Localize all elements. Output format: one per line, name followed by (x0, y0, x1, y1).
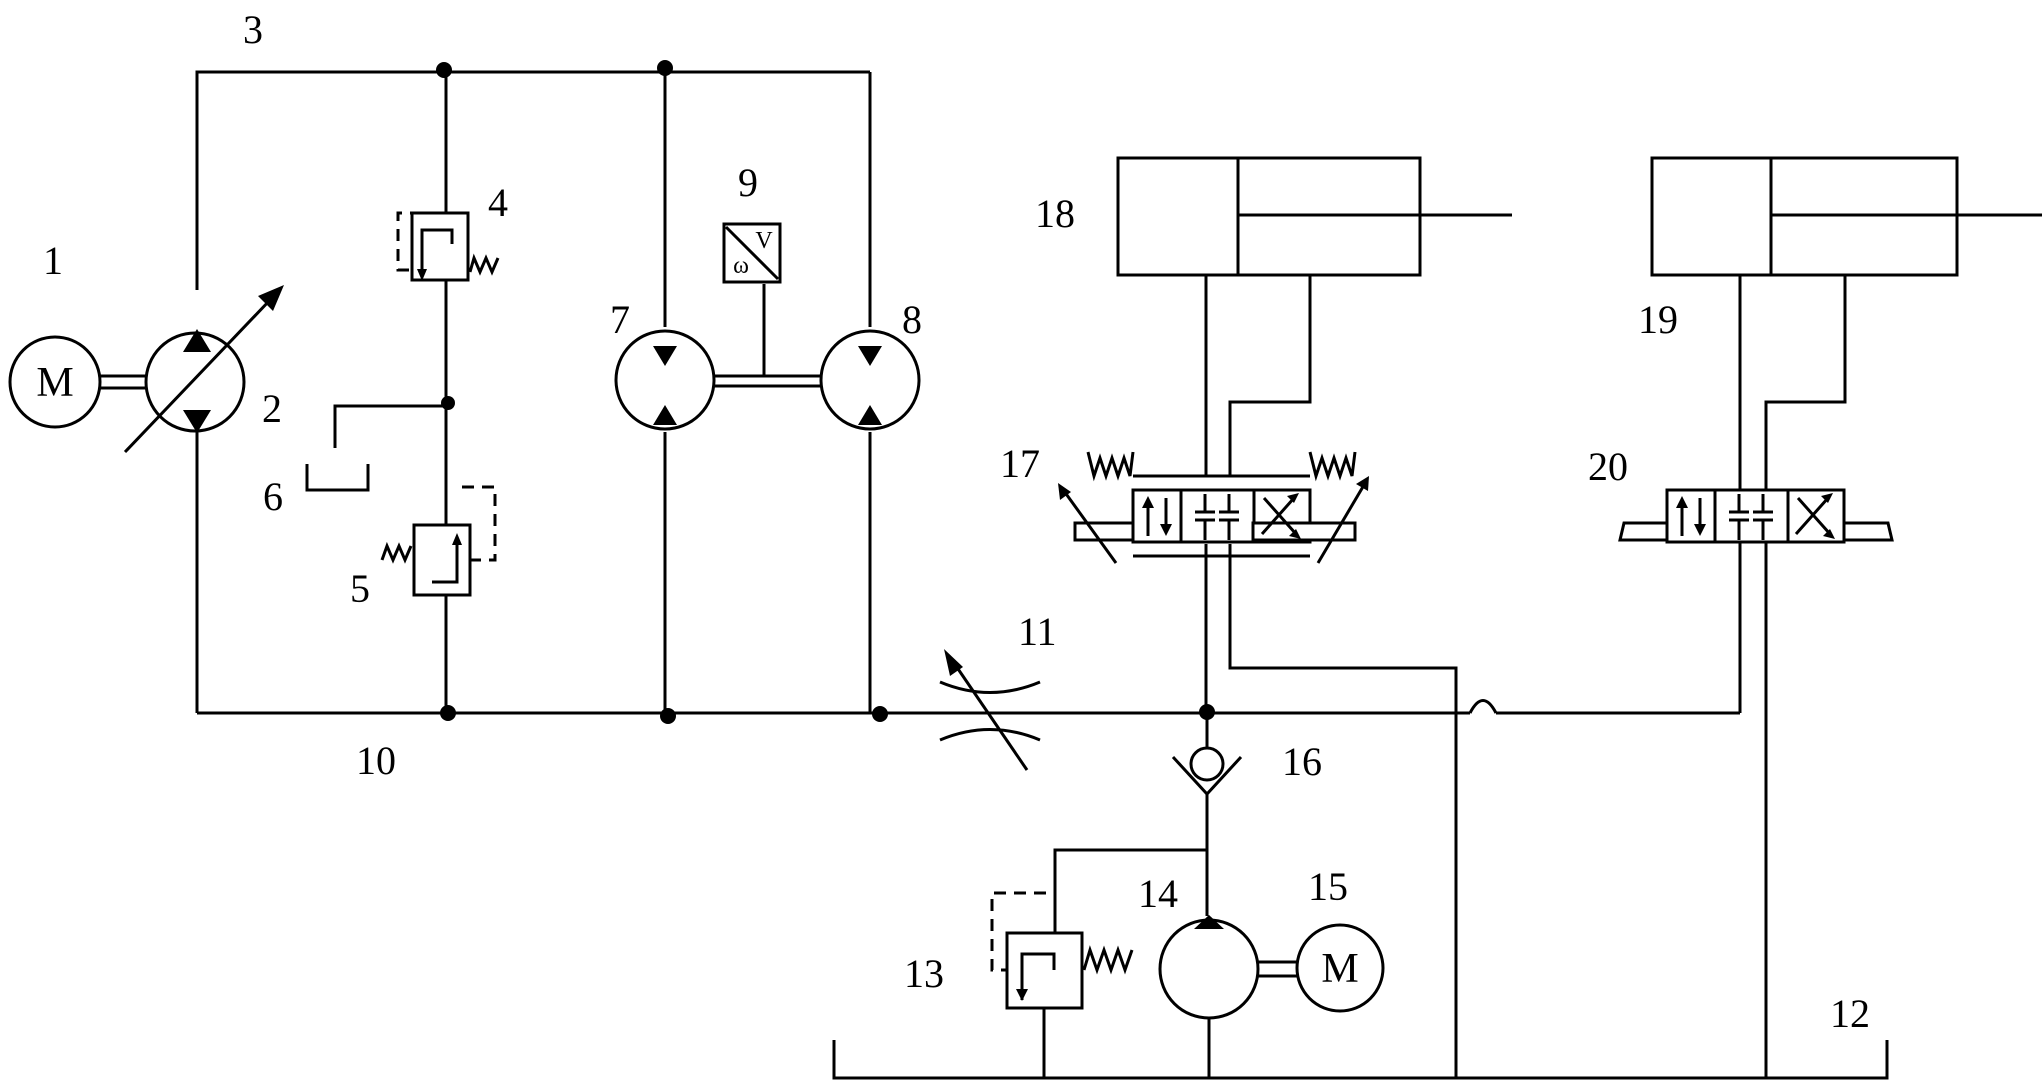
label-6: 6 (263, 474, 283, 519)
cylinder-19-lines (1740, 275, 1845, 1078)
shaft-1-2 (100, 376, 147, 388)
component-labels: 1 2 3 4 5 6 7 8 9 10 11 12 13 14 15 16 1… (43, 7, 1870, 1036)
relief-valve-5 (382, 487, 495, 595)
label-11: 11 (1018, 609, 1057, 654)
hydraulic-motor-8 (821, 331, 919, 429)
label-16: 16 (1282, 739, 1322, 784)
charge-pump-14 (1160, 915, 1258, 1078)
label-17: 17 (1000, 441, 1040, 486)
motor-1: M (10, 337, 100, 427)
label-7: 7 (610, 297, 630, 342)
label-8: 8 (902, 297, 922, 342)
cylinder-19 (1652, 158, 2042, 275)
relief-valve-4 (398, 213, 498, 281)
label-12: 12 (1830, 991, 1870, 1036)
motor-15-symbol: M (1321, 946, 1358, 992)
label-13: 13 (904, 951, 944, 996)
shaft-14-15 (1258, 962, 1297, 976)
directional-valve-17 (1058, 452, 1369, 563)
label-19: 19 (1638, 297, 1678, 342)
junction-dots (436, 60, 1215, 724)
label-4: 4 (488, 180, 508, 225)
directional-valve-20 (1620, 490, 1892, 542)
main-loop-lines (197, 72, 1740, 713)
motor-lines (665, 72, 870, 713)
label-9: 9 (738, 160, 758, 205)
motor-15: M (1297, 925, 1383, 1011)
label-10: 10 (356, 738, 396, 783)
sensor-omega-symbol: ω (733, 253, 749, 279)
label-20: 20 (1588, 444, 1628, 489)
hydraulic-motor-7 (616, 331, 714, 429)
label-1: 1 (43, 238, 63, 283)
tank-12 (834, 1040, 1887, 1078)
label-14: 14 (1138, 871, 1178, 916)
label-3: 3 (243, 7, 263, 52)
label-18: 18 (1035, 191, 1075, 236)
throttle-valve-11 (940, 649, 1040, 770)
sensor-v-symbol: V (755, 228, 773, 254)
label-15: 15 (1308, 864, 1348, 909)
cylinder-18 (1118, 158, 1512, 275)
speed-sensor-9: ω V (724, 224, 780, 282)
motor-1-symbol: M (36, 360, 73, 406)
check-valve-16 (1173, 713, 1241, 916)
variable-pump-2 (125, 285, 284, 452)
label-2: 2 (262, 386, 282, 431)
tank-6 (307, 406, 444, 490)
relief-valve-13 (992, 893, 1132, 1008)
shaft-7-8 (713, 284, 822, 386)
label-5: 5 (350, 566, 370, 611)
